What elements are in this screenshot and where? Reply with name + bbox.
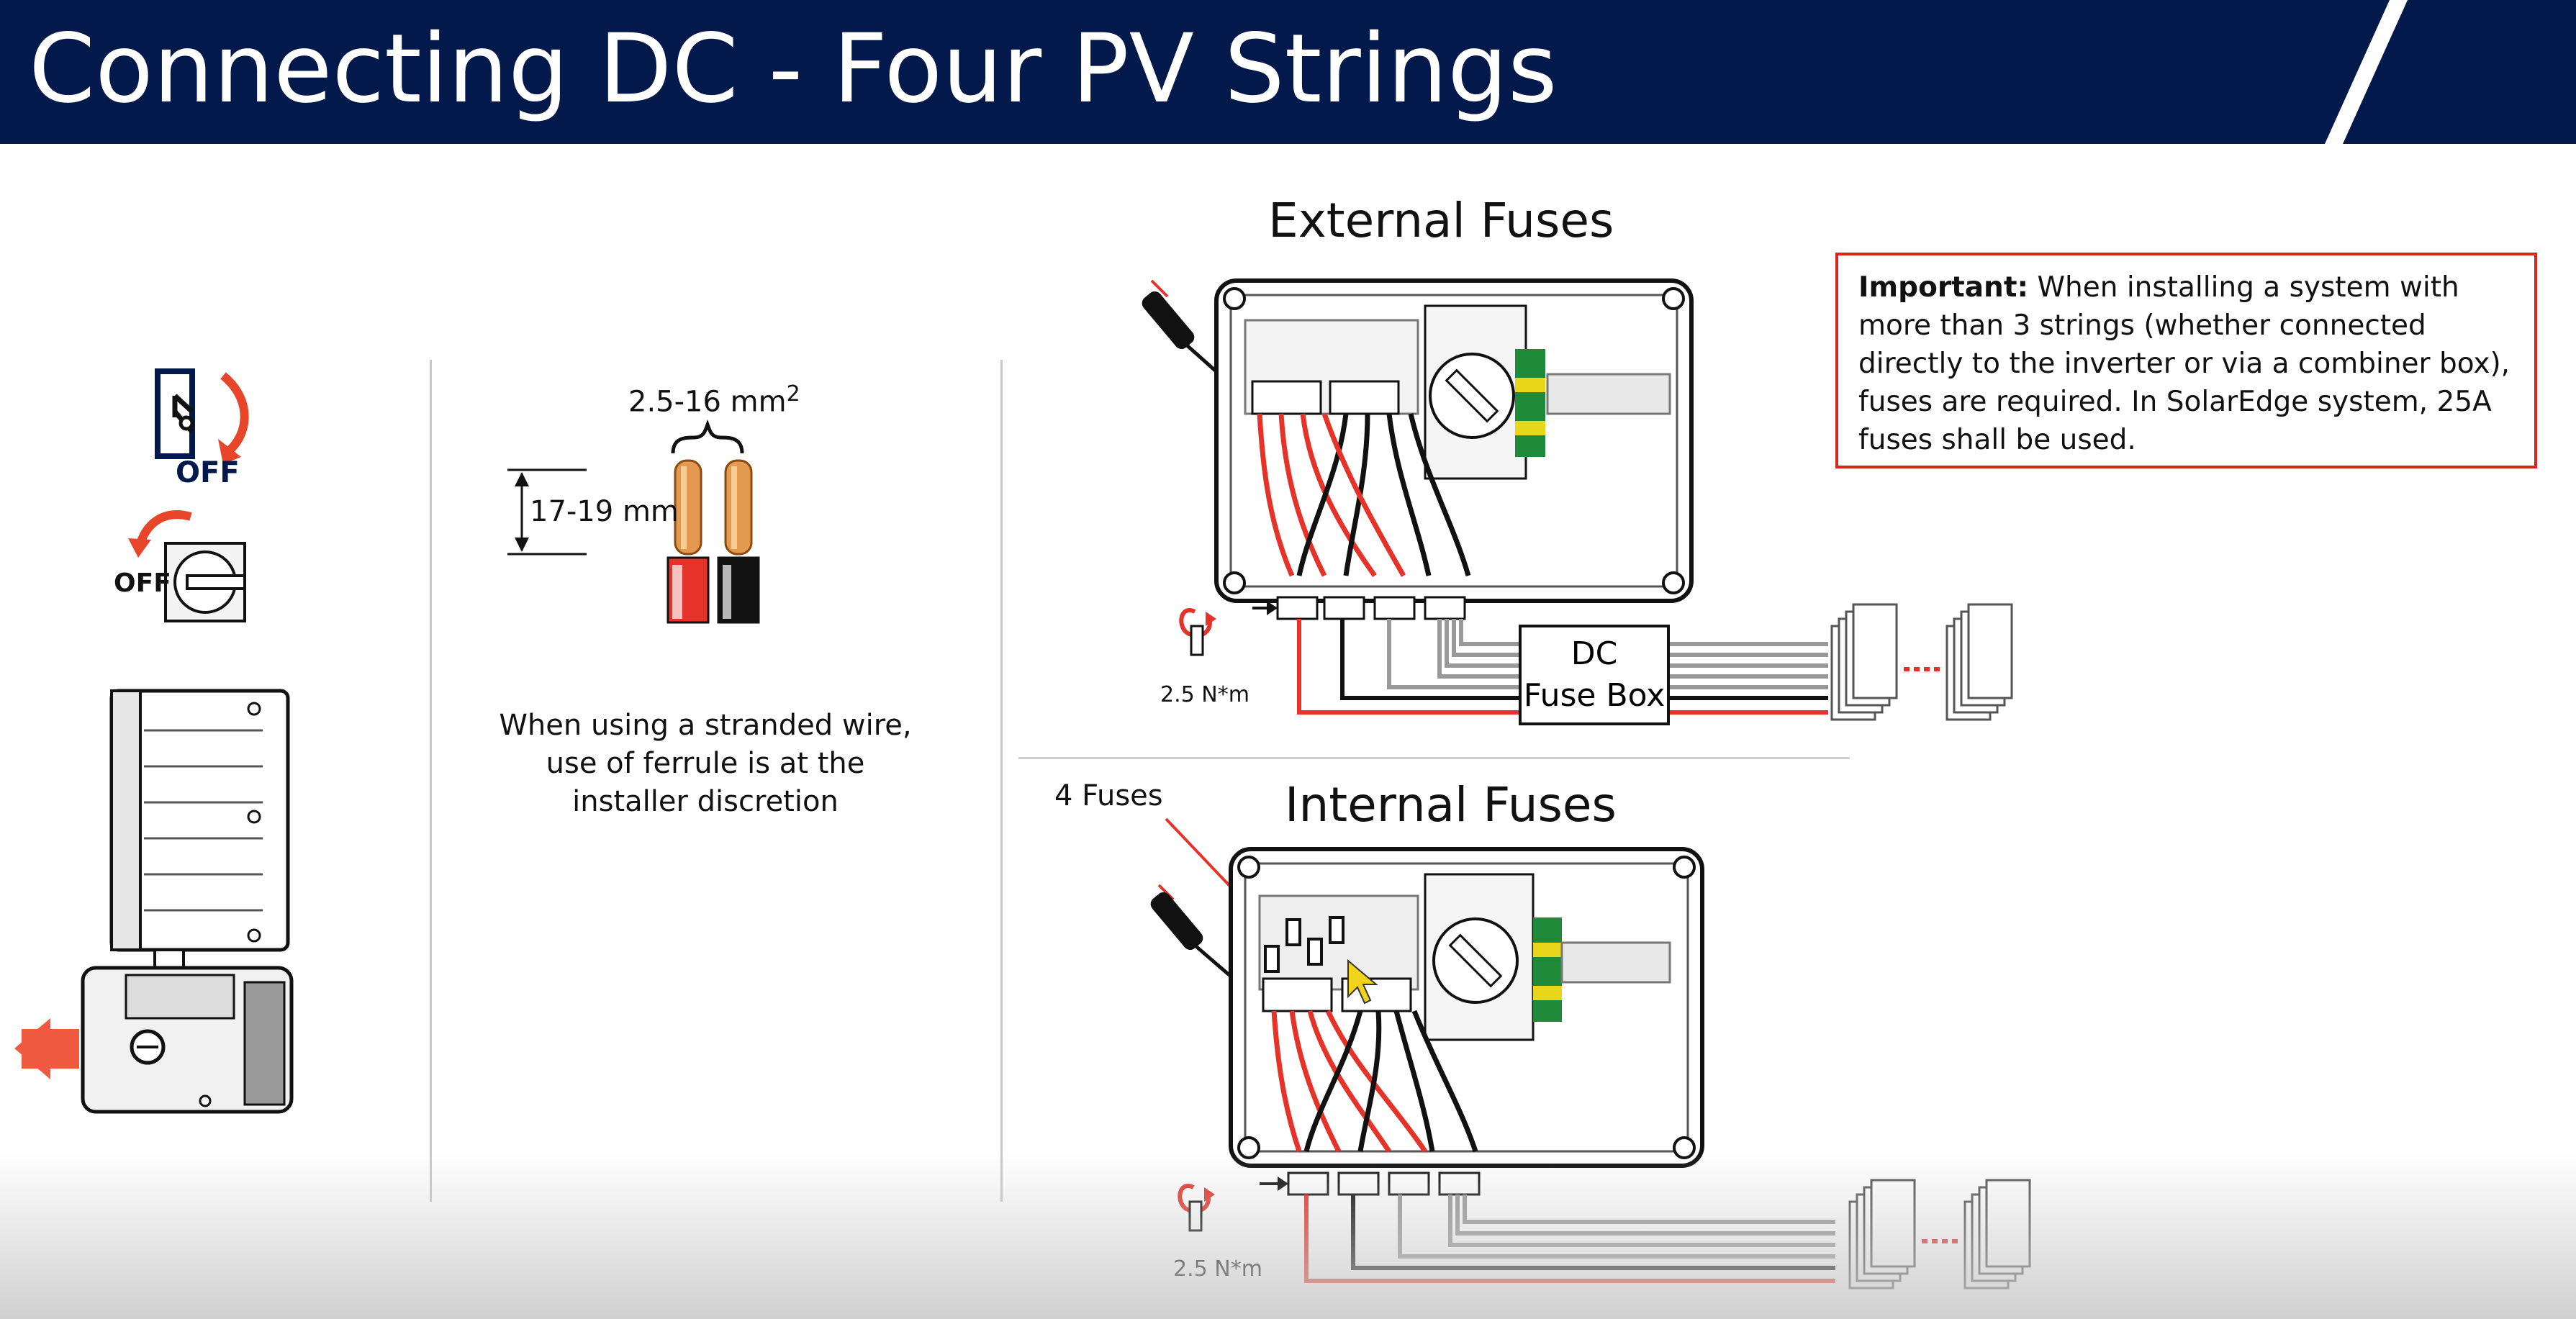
title-slash-decoration xyxy=(2325,0,2408,144)
cross-section-superscript: 2 xyxy=(786,381,800,407)
inverter-illustration xyxy=(14,689,294,1114)
important-label: Important: xyxy=(1858,271,2029,304)
internal-fuses-heading: Internal Fuses xyxy=(1285,777,1617,833)
stranded-note-line-3: installer discretion xyxy=(572,785,839,818)
cross-section-label: 2.5-16 mm2 xyxy=(628,381,800,418)
four-fuses-callout: 4 Fuses xyxy=(1054,779,1163,812)
pv-panel-icon xyxy=(1830,603,2013,721)
stranded-wire-note: When using a stranded wire, use of ferru… xyxy=(461,707,950,821)
stranded-note-line-2: use of ferrule is at the xyxy=(546,747,865,780)
switch-off-label: OFF xyxy=(176,456,240,489)
cross-section-value: 2.5-16 mm xyxy=(628,385,787,419)
title-bar: Connecting DC - Four PV Strings xyxy=(0,0,2576,144)
rotary-off-label: OFF xyxy=(114,568,171,598)
important-text: When installing a system with more than … xyxy=(1858,271,2511,456)
slide-title: Connecting DC - Four PV Strings xyxy=(29,14,1558,124)
dc-fuse-box: DC Fuse Box xyxy=(1519,625,1670,725)
fuse-box-line-2: Fuse Box xyxy=(1523,677,1666,714)
internal-fuses-diagram xyxy=(1150,817,2031,1289)
important-note: Important: When installing a system with… xyxy=(1835,253,2537,468)
fuse-box-line-1: DC xyxy=(1571,635,1618,672)
pv-panel-icon xyxy=(1848,1179,2031,1289)
ferrule-wire-icon xyxy=(507,419,760,624)
torque-icon xyxy=(1178,1184,1215,1232)
mouse-cursor-icon xyxy=(1347,958,1378,1005)
strip-length-label: 17-19 mm xyxy=(530,495,679,528)
divider-middle xyxy=(1000,360,1003,1202)
divider-left xyxy=(430,360,432,1202)
switch-off-icon xyxy=(155,368,249,464)
external-fuses-heading: External Fuses xyxy=(1268,193,1614,248)
external-torque-label: 2.5 N*m xyxy=(1160,682,1249,707)
internal-torque-label: 2.5 N*m xyxy=(1173,1256,1262,1282)
stranded-note-line-1: When using a stranded wire, xyxy=(499,709,912,742)
divider-right xyxy=(1018,757,1850,759)
torque-icon xyxy=(1179,608,1216,656)
rotary-off-icon xyxy=(128,510,246,622)
